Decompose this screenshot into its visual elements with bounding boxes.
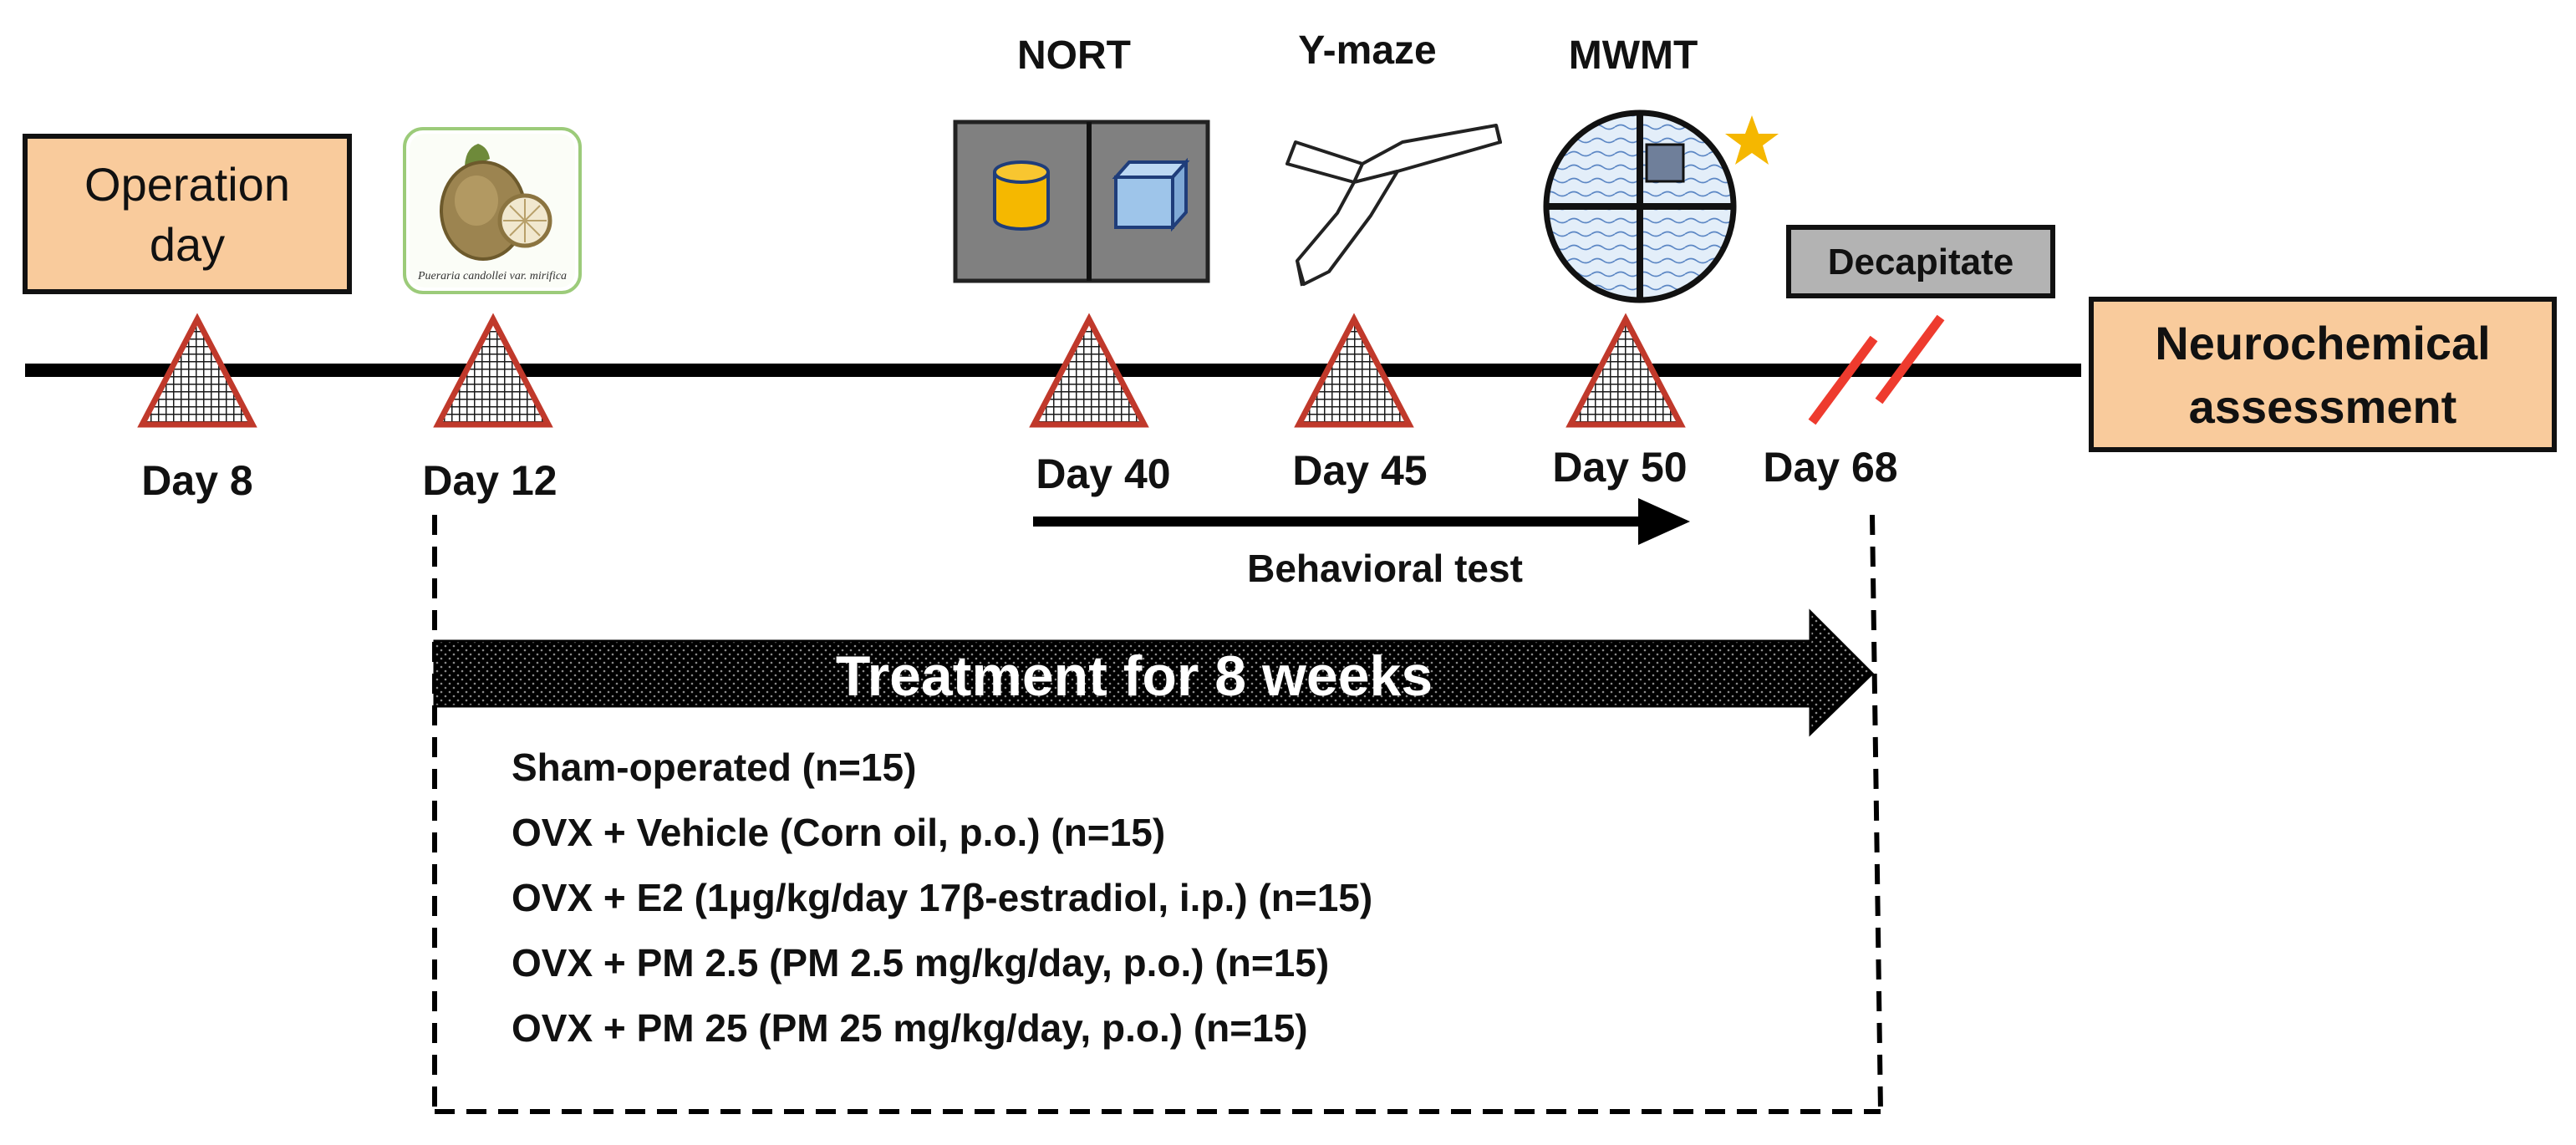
treatment-label: Treatment for 8 weeks — [836, 644, 1433, 708]
treatment-dashed-box — [432, 514, 1883, 1114]
day12-label: Day 12 — [422, 457, 557, 504]
decapitate-box: Decapitate — [1786, 225, 2055, 298]
plant-image: Pueraria candollei var. mirifica — [403, 127, 582, 294]
behavioral-test-label: Behavioral test — [1247, 547, 1523, 590]
day68-label: Day 68 — [1763, 444, 1897, 491]
neurochemical-assessment-box: Neurochemical assessment — [2089, 297, 2557, 452]
break-marks — [1808, 314, 1945, 425]
plant-caption: Pueraria candollei var. mirifica — [417, 270, 567, 282]
nort-apparatus — [953, 120, 1210, 283]
day12-marker — [433, 313, 553, 428]
group-item: OVX + E2 (1μg/kg/day 17β-estradiol, i.p.… — [512, 876, 1372, 919]
ymaze-title: Y-maze — [1298, 28, 1436, 73]
operation-day-label-2: day — [150, 218, 225, 271]
day45-label: Day 45 — [1292, 447, 1427, 494]
platform — [1645, 143, 1685, 183]
group-item: OVX + PM 2.5 (PM 2.5 mg/kg/day, p.o.) (n… — [512, 941, 1329, 985]
treatment-arrow — [433, 608, 1875, 737]
day40-label: Day 40 — [1036, 450, 1170, 497]
behavioral-test-arrow — [1033, 498, 1690, 545]
nort-title: NORT — [1017, 33, 1131, 78]
star-icon — [1725, 115, 1779, 165]
group-list: Sham-operated (n=15) OVX + Vehicle (Corn… — [512, 746, 1372, 1050]
mwmt-title: MWMT — [1569, 33, 1698, 78]
day40-marker — [1029, 313, 1149, 428]
day8-marker — [137, 313, 257, 428]
day50-marker — [1565, 313, 1686, 428]
cylinder-object — [993, 160, 1050, 231]
operation-day-box: Operation day — [23, 134, 352, 294]
cube-object — [1112, 157, 1190, 232]
day45-marker — [1294, 313, 1414, 428]
day50-label: Day 50 — [1552, 444, 1687, 491]
neuro-label-2: assessment — [2189, 380, 2457, 433]
ymaze-apparatus — [1285, 124, 1502, 287]
group-item: Sham-operated (n=15) — [512, 746, 916, 789]
neuro-label-1: Neurochemical — [2155, 317, 2491, 369]
group-item: OVX + PM 25 (PM 25 mg/kg/day, p.o.) (n=1… — [512, 1006, 1308, 1050]
day8-label: Day 8 — [141, 457, 252, 504]
mwmt-pool — [1543, 109, 1737, 303]
group-item: OVX + Vehicle (Corn oil, p.o.) (n=15) — [512, 811, 1165, 854]
operation-day-label-1: Operation — [84, 158, 290, 211]
decapitate-label: Decapitate — [1828, 242, 2014, 282]
